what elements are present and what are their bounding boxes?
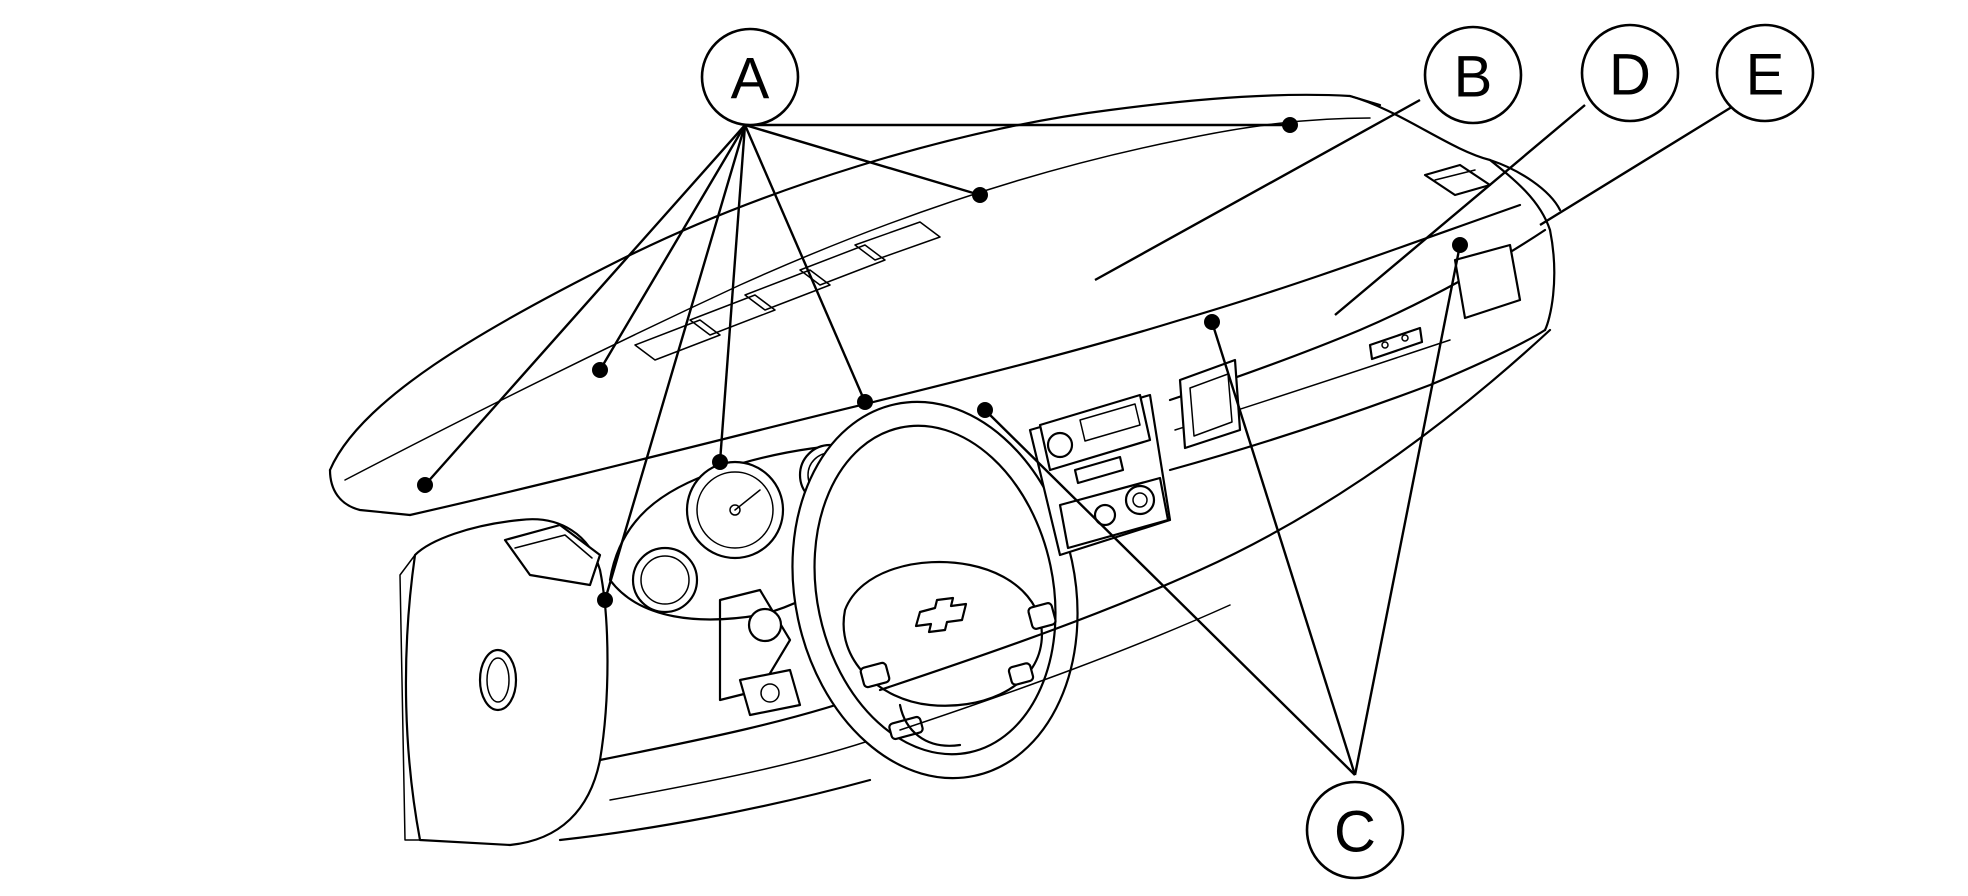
leader-lines [424,98,1736,776]
callout-c: C [1305,780,1405,880]
leader-b [1094,98,1421,282]
dot-a-3 [592,362,608,378]
steering-wheel [791,400,1079,780]
leader-c-3 [1353,244,1462,776]
dot-a-2 [972,187,988,203]
dot-a-5 [712,454,728,470]
leader-a-4 [424,124,746,486]
callout-d-label: D [1609,43,1651,108]
dot-a-6 [857,394,873,410]
dot-c-2 [1204,314,1220,330]
leader-c-2 [1210,321,1357,776]
leader-c-1 [984,409,1356,776]
dot-a-1 [1282,117,1298,133]
dot-a-7 [597,592,613,608]
leader-a-7 [603,124,747,601]
dot-c-1 [977,402,993,418]
callout-c-label: C [1334,800,1376,865]
leader-a-5 [718,124,747,463]
leader-d [1334,104,1586,316]
leader-e [1539,103,1736,227]
callout-b-label: B [1454,45,1493,110]
leader-dots [417,117,1468,608]
callout-a-label: A [731,47,770,112]
callout-d: D [1580,23,1680,123]
dot-e [1452,237,1468,253]
dot-a-4 [417,477,433,493]
callout-e-label: E [1746,43,1785,108]
leader-a-2 [744,123,981,197]
leader-a-3 [598,124,747,371]
leader-a-6 [743,124,867,403]
dashboard-illustration [328,93,1562,847]
callout-e: E [1715,23,1815,123]
callout-a: A [700,27,800,127]
callout-b: B [1423,25,1523,125]
